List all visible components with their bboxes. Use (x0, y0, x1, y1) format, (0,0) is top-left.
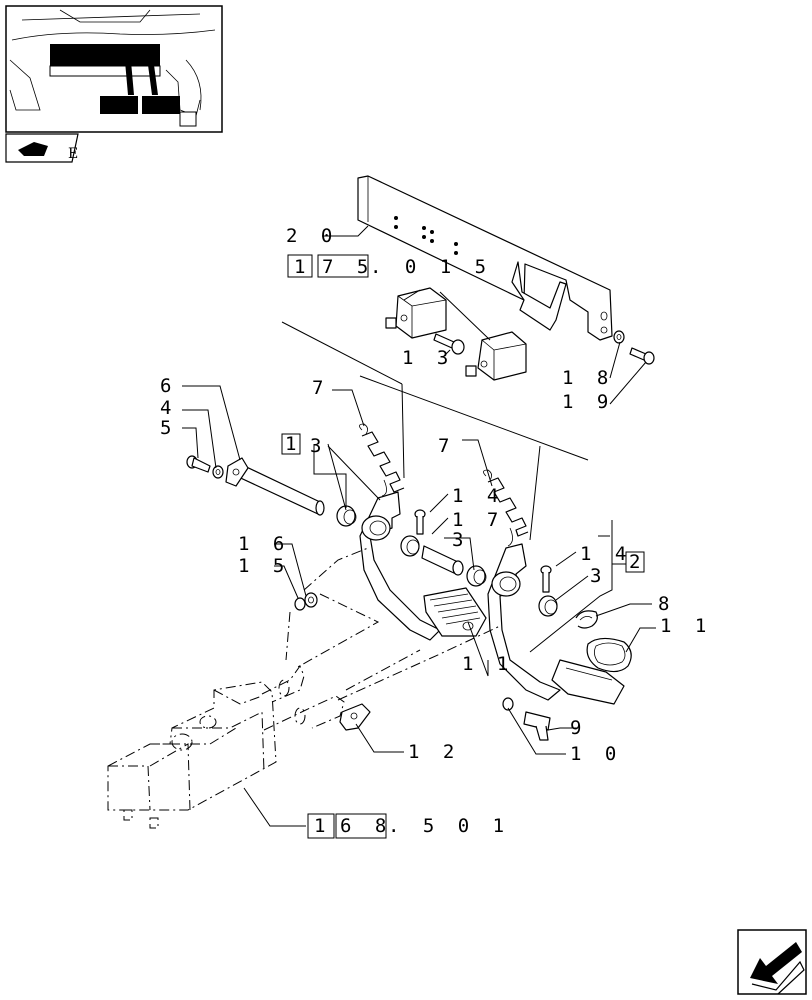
book-icon[interactable]: E (5, 133, 79, 163)
brake-switch-right (465, 331, 527, 381)
callout-8: 8 (658, 593, 675, 615)
bushing-right-2 (538, 595, 558, 617)
bushing-mid (400, 535, 420, 557)
washer-4 (212, 465, 224, 479)
return-spring-left (359, 423, 405, 497)
callout-19: 1 9 (562, 391, 614, 413)
nav-arrow-icon[interactable] (737, 929, 807, 995)
svg-text:1: 1 (294, 256, 311, 278)
pivot-shaft (225, 457, 325, 516)
master-cylinder-assembly (107, 664, 345, 829)
sleeve-17 (421, 545, 464, 576)
reference-1-68-501-tail: . 5 0 1 (388, 815, 510, 837)
screw-14-right (540, 565, 552, 593)
clutch-pedal-left (359, 491, 487, 641)
thumbnail-pedal-view-icon[interactable] (5, 5, 223, 133)
ring-10 (502, 697, 514, 711)
reference-1-75-015-mid: 7 5 (322, 256, 374, 278)
callout-14-right: 1 4 (580, 543, 632, 565)
svg-text:1: 1 (285, 433, 302, 455)
callout-7-left: 7 (312, 377, 329, 399)
callout-4: 4 (160, 397, 177, 419)
callout-6: 6 (160, 375, 177, 397)
clip-12 (339, 703, 371, 731)
callout-20: 2 0 (286, 225, 338, 247)
bolt-13 (433, 333, 465, 355)
bushing-left (336, 505, 357, 527)
reference-1-68-501[interactable]: 1 6 8 . 5 0 1 (307, 813, 510, 839)
callout-10: 1 0 (570, 743, 622, 765)
return-spring-right (483, 469, 529, 547)
reference-box-2[interactable]: 2 (625, 551, 646, 573)
callout-9: 9 (570, 717, 587, 739)
clevis-9 (523, 711, 551, 741)
reference-box-1[interactable]: 1 (281, 433, 302, 455)
callout-3-mid: 3 (452, 529, 469, 551)
bolt-5 (186, 455, 211, 473)
bushing-right (466, 565, 487, 587)
bolt-19 (629, 347, 655, 365)
callout-18: 1 8 (562, 367, 614, 389)
callout-14-left: 1 4 (452, 485, 504, 507)
callout-13: 1 3 (402, 347, 454, 369)
callout-5: 5 (160, 417, 177, 439)
callout-12: 1 2 (408, 741, 460, 763)
reference-1-75-015-tail: . 0 1 5 (370, 256, 492, 278)
pedal-pad-11 (586, 637, 632, 673)
svg-text:2: 2 (629, 551, 646, 573)
callout-7-right: 7 (438, 435, 455, 457)
callout-3-left: 3 (310, 435, 327, 457)
callout-3-right: 3 (590, 565, 607, 587)
clip-8 (575, 610, 598, 629)
brake-pedal-right (487, 543, 625, 705)
callout-11-right: 1 1 (660, 615, 712, 637)
thumbnail-letter: E (68, 146, 78, 162)
callout-16: 1 6 (238, 533, 290, 555)
reference-1-75-015[interactable]: 1 7 5 . 0 1 5 (287, 254, 492, 278)
screw-14-left (414, 509, 426, 535)
brake-switch-left (385, 287, 447, 339)
washer-15-16 (294, 592, 318, 611)
reference-1-68-501-mid: 6 8 (340, 815, 392, 837)
callout-17: 1 7 (452, 509, 504, 531)
washer-18 (613, 330, 625, 344)
callout-11-left: 1 1 (462, 653, 514, 675)
svg-text:1: 1 (314, 815, 331, 837)
pedal-bracket (357, 175, 613, 341)
callout-15: 1 5 (238, 555, 290, 577)
